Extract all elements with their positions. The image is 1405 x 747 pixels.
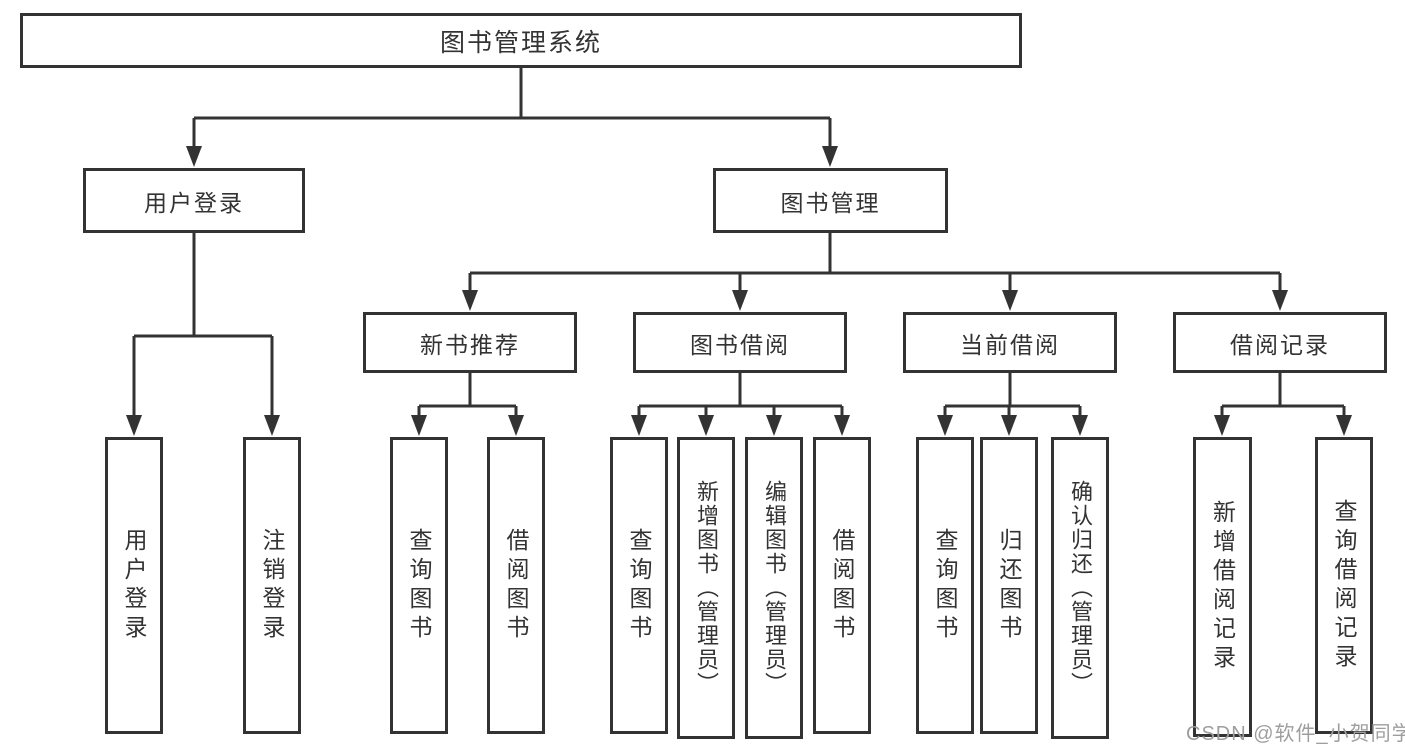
node-borrowing-records: 借阅记录 (1173, 312, 1387, 373)
arrowhead-book-management (822, 146, 838, 167)
node-label: 图书管理系统 (439, 28, 602, 57)
node-label: 新增图书（管理员） (694, 480, 719, 696)
arrowhead-add-borrow-record (1214, 415, 1230, 436)
leaf-query-books: 查询图书 (390, 437, 448, 734)
arrowhead-current-borrowing (1002, 290, 1018, 311)
arrowhead-leaf-logout (264, 415, 280, 436)
node-label: 新增借阅记录 (1209, 500, 1236, 674)
leaf-borrow-books: 借阅图书 (487, 437, 545, 734)
arrowhead-return-books (1001, 415, 1017, 436)
leaf-add-books-admin: 新增图书（管理员） (677, 437, 735, 739)
leaf-borrow-books: 借阅图书 (813, 437, 871, 734)
node-book-borrowing: 图书借阅 (633, 312, 847, 373)
arrowhead-borrow-books (508, 415, 524, 436)
node-label: 图书借阅 (690, 331, 790, 358)
arrowhead-query-books (631, 415, 647, 436)
node-label: 注销登录 (259, 527, 285, 644)
node-label: 新书推荐 (420, 331, 520, 358)
arrowhead-query-books (411, 415, 427, 436)
arrowhead-borrow-books (834, 415, 850, 436)
node-label: 确认归还（管理员） (1068, 480, 1093, 696)
node-user-login: 用户登录 (83, 168, 305, 233)
node-new-book-recommendation: 新书推荐 (363, 312, 577, 373)
arrowhead-query-borrow-record (1336, 415, 1352, 436)
arrowhead-add-books (698, 415, 714, 436)
arrowhead-book-borrowing (732, 290, 748, 311)
node-label: 借阅图书 (503, 527, 529, 644)
leaf-confirm-return-admin: 确认归还（管理员） (1051, 437, 1109, 739)
leaf-query-books: 查询图书 (610, 437, 668, 734)
node-label: 归还图书 (996, 527, 1022, 644)
node-label: 借阅图书 (829, 527, 855, 644)
csdn-watermark: CSDN @软件_小贺同学 (1186, 723, 1405, 745)
arrowhead-user-login (186, 146, 202, 167)
arrowhead-new-book-recommendation (462, 290, 478, 311)
node-label: 编辑图书（管理员） (762, 480, 787, 696)
leaf-logout: 注销登录 (243, 437, 301, 734)
node-label: 查询图书 (932, 527, 958, 644)
node-library-management-system: 图书管理系统 (20, 13, 1022, 68)
node-label: 借阅记录 (1230, 331, 1330, 358)
arrowhead-confirm-return (1072, 415, 1088, 436)
node-label: 查询图书 (406, 527, 432, 644)
arrowhead-edit-books (766, 415, 782, 436)
node-label: 用户登录 (121, 527, 147, 644)
node-label: 查询借阅记录 (1331, 498, 1357, 673)
node-label: 用户登录 (144, 189, 244, 216)
leaf-query-books: 查询图书 (916, 437, 974, 734)
arrowhead-borrowing-records (1272, 290, 1288, 311)
node-label: 图书管理 (780, 189, 881, 216)
leaf-edit-books-admin: 编辑图书（管理员） (745, 437, 803, 739)
leaf-query-borrow-record: 查询借阅记录 (1315, 437, 1373, 734)
node-book-management: 图书管理 (713, 168, 948, 233)
leaf-return-books: 归还图书 (980, 437, 1038, 734)
arrowhead-leaf-user-login (126, 415, 142, 436)
node-label: 当前借阅 (960, 331, 1060, 358)
arrowhead-query-books (937, 415, 953, 436)
node-label: 查询图书 (626, 527, 652, 644)
leaf-user-login: 用户登录 (105, 437, 163, 734)
leaf-add-borrow-record: 新增借阅记录 (1193, 437, 1252, 737)
node-current-borrowing: 当前借阅 (903, 312, 1117, 373)
